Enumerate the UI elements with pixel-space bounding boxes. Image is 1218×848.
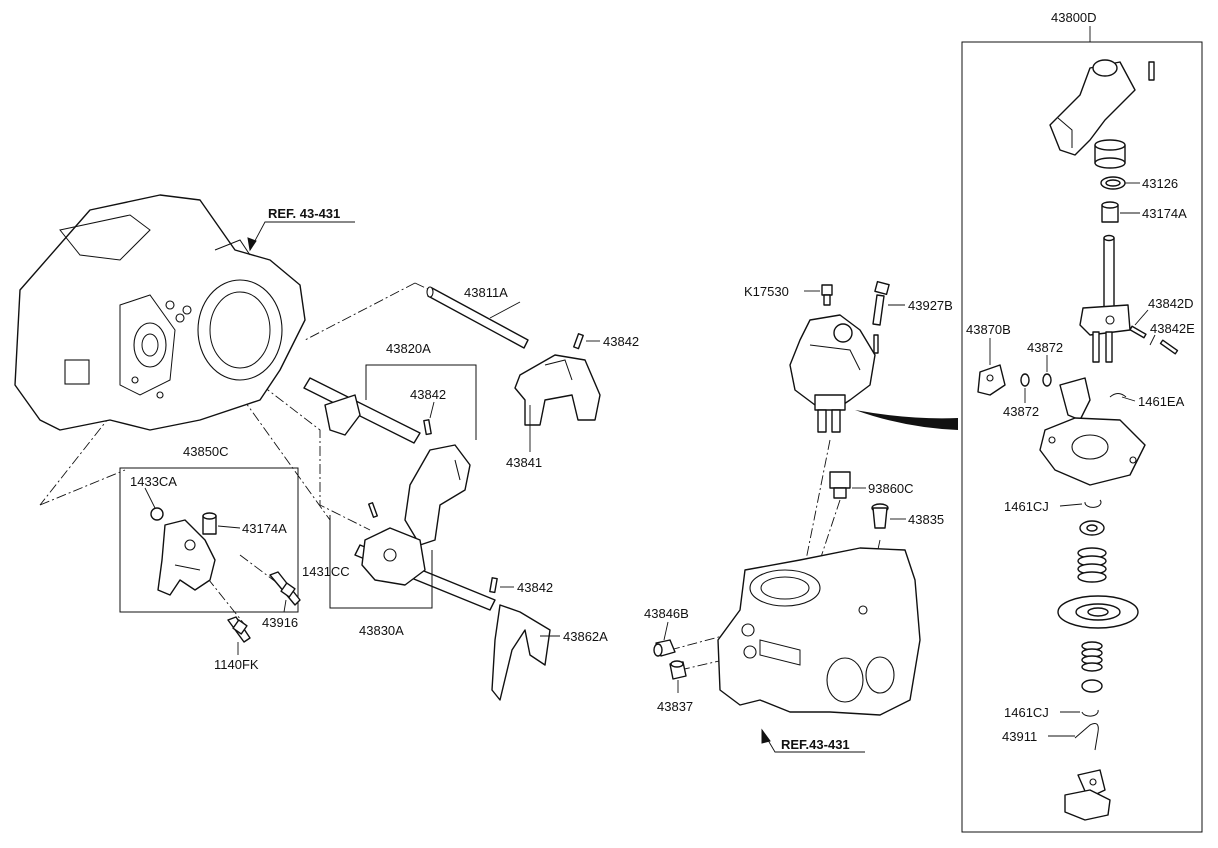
label-43820A: 43820A	[386, 341, 431, 356]
pin-43842D	[1129, 325, 1147, 339]
bolt-1140FK	[227, 616, 251, 643]
shift-shaft-assembly	[1079, 234, 1131, 363]
label-1140FK: 1140FK	[214, 657, 259, 672]
bushing-1433CA	[150, 507, 164, 521]
label-43911: 43911	[1002, 729, 1037, 744]
shift-tower-assembly	[789, 314, 879, 433]
spring-43911	[1074, 723, 1099, 751]
shift-lug-43841	[514, 354, 601, 426]
label-43174A-left: 43174A	[242, 521, 287, 536]
shift-fork-43820A	[404, 444, 471, 546]
plug-43837	[669, 660, 687, 680]
shift-lever-upper	[1049, 59, 1155, 156]
shift-lug-1431CC	[361, 527, 426, 586]
shift-rail-43820A	[303, 377, 421, 444]
retainer-lower	[1081, 679, 1103, 693]
leader-1461EA	[1121, 396, 1136, 402]
assy-box-43850C	[119, 467, 299, 613]
label-43862A: 43862A	[563, 629, 608, 644]
pin-43842E	[1159, 339, 1179, 355]
bolt-K17530	[821, 284, 833, 306]
ref-label-left: REF. 43-431	[268, 206, 340, 221]
ref-arrow-left	[247, 237, 257, 252]
label-43126: 43126	[1142, 176, 1178, 191]
label-43842-top: 43842	[603, 334, 639, 349]
seal-43126	[1100, 176, 1126, 190]
label-43872-b: 43872	[1003, 404, 1039, 419]
bracket-43830A	[329, 515, 433, 609]
retainer-upper	[1079, 520, 1105, 536]
roll-pin-43842-low	[489, 577, 498, 594]
label-43842-mid: 43842	[410, 387, 446, 402]
bushing-43174A-left	[202, 512, 217, 535]
label-1433CA: 1433CA	[130, 474, 177, 489]
shift-fork-43862A	[491, 604, 551, 701]
ref-label-right: REF.43-431	[781, 737, 850, 752]
bracket-43870B	[977, 364, 1006, 396]
leader-43842E	[1149, 334, 1156, 346]
roll-pin-43842-mid	[423, 419, 432, 436]
spring-seat-plate	[1057, 595, 1139, 629]
leader-1461CJ-a	[1059, 503, 1083, 507]
label-43811A: 43811A	[464, 285, 508, 300]
shift-lever-lower	[1064, 769, 1111, 821]
leader-43842D	[1134, 309, 1149, 326]
clip-1461CJ-a	[1084, 499, 1102, 508]
transaxle-case-right	[717, 547, 921, 716]
reference-wedge	[855, 410, 958, 430]
leader-1433CA	[144, 487, 156, 509]
washer-43872-b	[1042, 373, 1052, 387]
spring-upper	[1077, 547, 1107, 583]
label-43841: 43841	[506, 455, 542, 470]
label-1431CC: 1431CC	[302, 564, 350, 579]
label-43846B: 43846B	[644, 606, 689, 621]
label-43830A: 43830A	[359, 623, 404, 638]
label-43835: 43835	[908, 512, 944, 527]
label-43842D: 43842D	[1148, 296, 1194, 311]
bushing-upper	[1094, 139, 1126, 169]
shift-rail-43811A	[426, 286, 529, 349]
label-43870B: 43870B	[966, 322, 1011, 337]
washer-43872-a	[1020, 373, 1030, 387]
leader-43916	[283, 599, 287, 613]
bushing-43174A-right	[1101, 201, 1119, 223]
label-43837: 43837	[657, 699, 693, 714]
roll-pin-1431CC	[368, 502, 378, 518]
ref-leader-left	[249, 221, 355, 251]
clip-1461CJ-b	[1081, 709, 1099, 717]
leader-43811A	[489, 301, 521, 319]
label-93860C: 93860C	[868, 481, 914, 496]
plug-43846B	[653, 639, 676, 657]
leader-43842-mid	[429, 401, 435, 419]
label-43872-a: 43872	[1027, 340, 1063, 355]
shift-housing-cover	[1039, 377, 1146, 486]
shift-lever-43850C	[157, 519, 216, 596]
assy-box-43800D	[961, 41, 1203, 833]
label-1461CJ-b: 1461CJ	[1004, 705, 1049, 720]
label-43174A-right: 43174A	[1142, 206, 1187, 221]
bolt-43916	[269, 571, 301, 606]
roll-pin-43842-top	[573, 333, 584, 350]
label-43916: 43916	[262, 615, 298, 630]
transaxle-case-left	[14, 194, 306, 431]
plug-43835	[871, 503, 889, 529]
leader-43846B	[663, 621, 669, 641]
label-43800D: 43800D	[1051, 10, 1097, 25]
bracket-43820A	[365, 364, 477, 440]
clip-1461EA	[1109, 393, 1127, 398]
label-K17530: K17530	[744, 284, 789, 299]
label-43842-low: 43842	[517, 580, 553, 595]
leader-43174A-left	[217, 525, 241, 529]
bolt-43927B	[872, 280, 890, 326]
spring-lower	[1081, 641, 1103, 672]
label-1461CJ-a: 1461CJ	[1004, 499, 1049, 514]
label-43842E: 43842E	[1150, 321, 1195, 336]
label-43927B: 43927B	[908, 298, 953, 313]
label-43850C: 43850C	[183, 444, 229, 459]
ref-arrow-right	[761, 728, 771, 744]
label-1461EA: 1461EA	[1138, 394, 1185, 409]
switch-93860C	[829, 471, 851, 499]
